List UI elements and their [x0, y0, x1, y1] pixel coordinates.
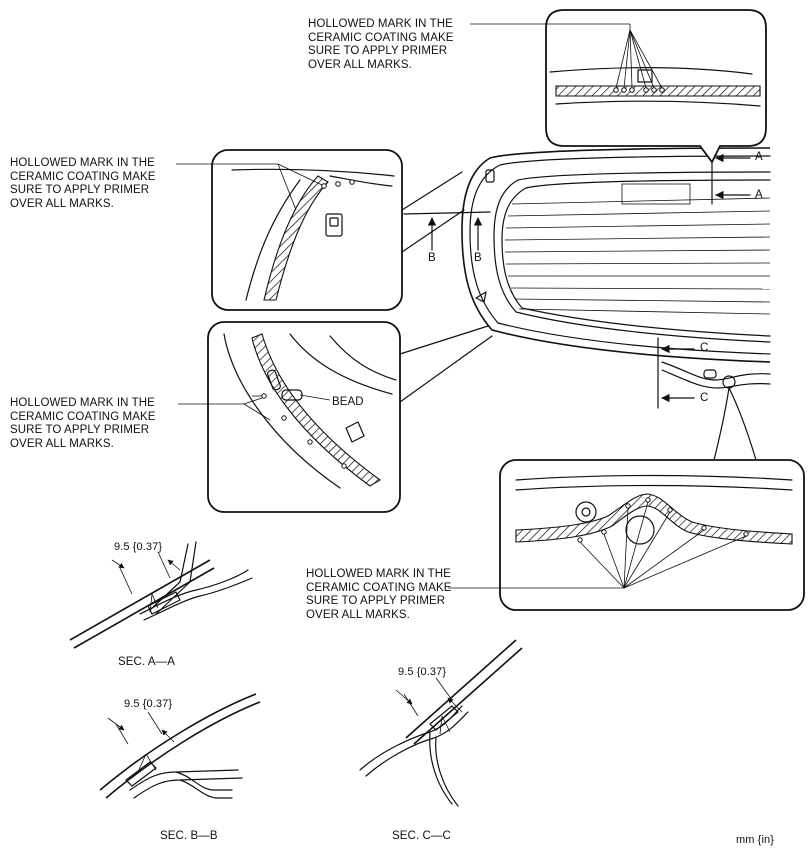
callout-upper-left	[176, 149, 465, 311]
callout-top-right	[470, 9, 767, 164]
hollowed-mark-note-lower-right: HOLLOWED MARK IN THE CERAMIC COATING MAK…	[306, 568, 452, 622]
section-cc-title: SEC. C—C	[392, 830, 451, 842]
hollowed-mark-note-upper-left: HOLLOWED MARK IN THE CERAMIC COATING MAK…	[10, 157, 156, 211]
section-bb-drawing	[99, 693, 261, 799]
section-c-label-bottom: C	[700, 392, 709, 404]
note-line: CERAMIC COATING MAKE	[308, 31, 454, 44]
note-line: HOLLOWED MARK IN THE	[10, 397, 155, 409]
section-a-label-top: A	[755, 151, 763, 163]
section-aa-title: SEC. A—A	[118, 656, 176, 668]
section-a-label-bottom: A	[755, 189, 763, 201]
hollowed-mark-note-lower-left: HOLLOWED MARK IN THE CERAMIC COATING MAK…	[10, 397, 156, 451]
lower-mark	[703, 369, 717, 379]
note-line: SURE TO APPLY PRIMER	[306, 595, 446, 607]
note-line: OVER ALL MARKS.	[10, 437, 114, 450]
hollowed-mark-note-top: HOLLOWED MARK IN THE CERAMIC COATING MAK…	[308, 18, 454, 72]
defroster-lines	[504, 197, 771, 315]
section-bb-title: SEC. B—B	[160, 830, 218, 842]
note-line: SURE TO APPLY PRIMER	[308, 45, 448, 57]
note-line: SURE TO APPLY PRIMER	[10, 184, 150, 196]
glass-mark-top	[485, 169, 495, 183]
note-line: HOLLOWED MARK IN THE	[308, 18, 453, 30]
section-cut-bb	[403, 211, 491, 251]
note-line: CERAMIC COATING MAKE	[10, 170, 156, 183]
section-cc-drawing	[359, 639, 523, 807]
callout-lower-left	[178, 321, 493, 513]
dimension-aa: 9.5 {0.37}	[114, 541, 163, 553]
note-line: CERAMIC COATING MAKE	[10, 410, 156, 423]
dimension-cc: 9.5 {0.37}	[398, 666, 447, 678]
note-line: SURE TO APPLY PRIMER	[10, 424, 150, 436]
units-label: mm {in}	[736, 834, 774, 846]
note-line: OVER ALL MARKS.	[308, 58, 412, 71]
glass-label-area	[621, 183, 691, 205]
bead-label: BEAD	[332, 396, 364, 408]
note-line: CERAMIC COATING MAKE	[306, 581, 452, 594]
note-line: HOLLOWED MARK IN THE	[10, 157, 155, 169]
section-b-label-left: B	[428, 252, 436, 264]
note-line: OVER ALL MARKS.	[10, 197, 114, 210]
section-aa-drawing	[69, 541, 253, 649]
rear-window-glass	[461, 147, 771, 389]
dimension-bb: 9.5 {0.37}	[124, 698, 173, 710]
glass-mark-side	[475, 291, 487, 303]
note-line: HOLLOWED MARK IN THE	[306, 568, 451, 580]
section-b-label-right: B	[474, 252, 482, 264]
callout-lower-right	[448, 387, 805, 611]
section-cut-cc	[657, 337, 695, 409]
section-c-label-top: C	[700, 342, 709, 354]
note-line: OVER ALL MARKS.	[306, 608, 410, 621]
